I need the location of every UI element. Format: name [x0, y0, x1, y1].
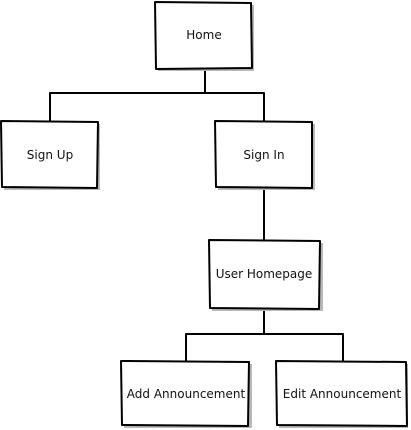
node-edit-announcement: Edit Announcement	[275, 360, 408, 428]
node-add-announcement: Add Announcement	[120, 360, 252, 428]
node-home: Home	[154, 1, 254, 71]
connector-home-sign-in	[204, 92, 265, 122]
connectors	[49, 68, 344, 362]
node-home-label: Home	[186, 28, 221, 42]
connector-user-homepage-edit	[263, 333, 344, 362]
node-edit-announcement-label: Edit Announcement	[283, 387, 402, 401]
node-add-announcement-label: Add Announcement	[127, 387, 246, 401]
connector-home-sign-up	[49, 92, 206, 122]
node-sign-up-label: Sign Up	[27, 148, 73, 162]
node-sign-in-label: Sign In	[243, 148, 284, 162]
node-sign-up: Sign Up	[0, 120, 100, 190]
node-sign-in: Sign In	[214, 120, 315, 190]
node-user-homepage-label: User Homepage	[216, 267, 313, 281]
node-user-homepage: User Homepage	[208, 239, 323, 311]
connector-user-homepage-add	[185, 333, 265, 362]
